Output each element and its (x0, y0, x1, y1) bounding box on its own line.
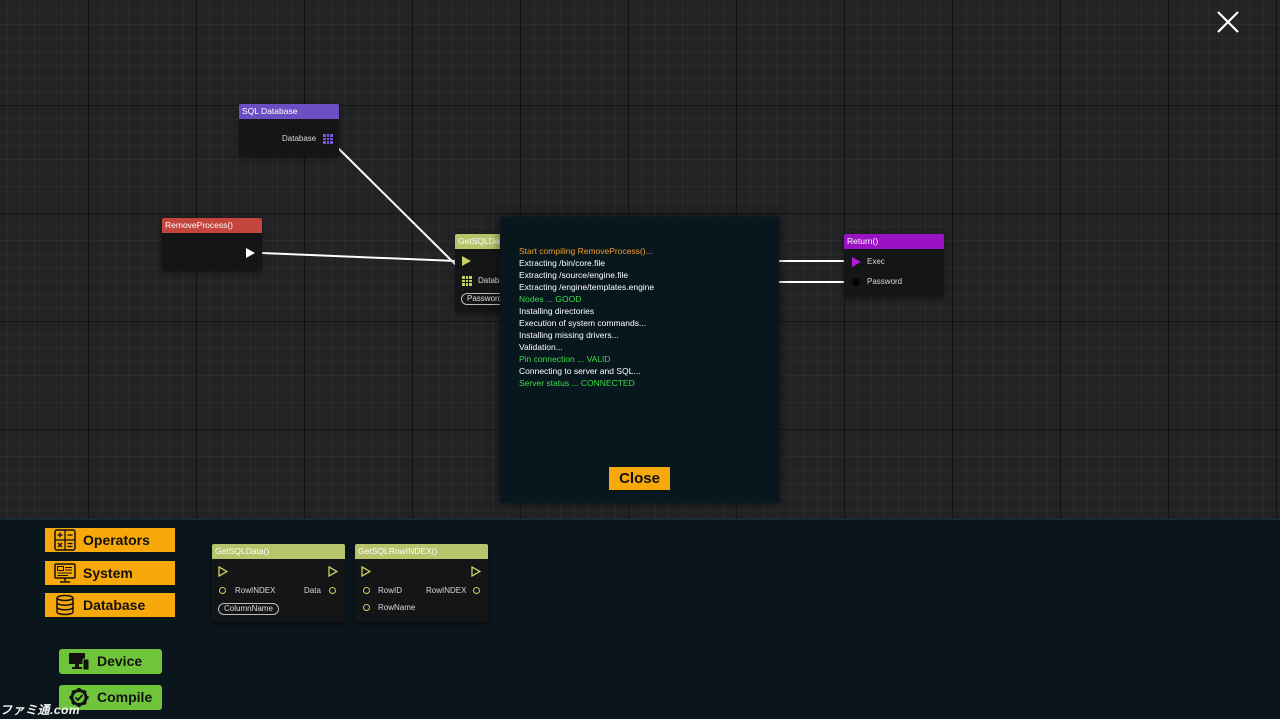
exec-in-pin-icon[interactable] (462, 256, 471, 266)
node-return-title: Return() (844, 234, 944, 249)
palette-node-get-sql-data-title: GetSQLData() (212, 544, 345, 559)
pin-label-data: Data (304, 586, 321, 595)
category-system-button[interactable]: System (45, 561, 175, 585)
compile-log-dialog: Start compiling RemoveProcess()... Extrac… (500, 217, 779, 503)
exec-out-pin-icon[interactable] (471, 566, 481, 577)
system-monitor-icon (54, 562, 76, 584)
node-library-panel: Operators System Datab (0, 519, 1280, 719)
palette-node-get-sql-rowindex[interactable]: GetSQLRowINDEX() RowID RowINDEX RowName (355, 544, 488, 622)
rowname-in-pin-icon[interactable] (363, 604, 370, 611)
exec-in-pin-icon[interactable] (852, 257, 861, 267)
wire-exec (261, 252, 457, 262)
exec-out-pin-icon[interactable] (328, 566, 338, 577)
palette-node-get-sql-rowindex-title: GetSQLRowINDEX() (355, 544, 488, 559)
exec-in-pin-icon[interactable] (361, 566, 371, 577)
log-line: Connecting to server and SQL... (519, 366, 641, 376)
device-button[interactable]: Device (59, 649, 162, 674)
category-operators-label: Operators (83, 532, 150, 548)
node-remove-process[interactable]: RemoveProcess() (162, 218, 262, 270)
pin-label-password: Password (867, 277, 903, 286)
database-stack-icon (54, 594, 76, 616)
log-line: Execution of system commands... (519, 318, 647, 328)
node-sql-database-title: SQL Database (239, 104, 339, 119)
log-line: Server status ... CONNECTED (519, 378, 635, 388)
data-out-pin-icon[interactable] (329, 587, 336, 594)
device-label: Device (97, 653, 143, 669)
compile-label: Compile (97, 689, 153, 705)
window-close-button[interactable] (1214, 8, 1242, 36)
pin-label-database: Database (282, 134, 317, 143)
log-line: Pin connection ... VALID (519, 354, 611, 364)
rowindex-out-pin-icon[interactable] (473, 587, 480, 594)
log-line: Installing missing drivers... (519, 330, 619, 340)
columnname-field[interactable]: ColumnName (218, 603, 279, 615)
log-line: Nodes ... GOOD (519, 294, 582, 304)
pin-label-database-in: Database (478, 276, 513, 285)
category-system-label: System (83, 565, 133, 581)
palette-node-get-sql-data[interactable]: GetSQLData() RowINDEX Data ColumnName (212, 544, 345, 622)
exec-in-pin-icon[interactable] (218, 566, 228, 577)
database-pin-icon[interactable] (323, 134, 333, 144)
log-line: Extracting /engine/templates.engine (519, 282, 655, 292)
close-x-icon (1217, 11, 1239, 33)
rowid-in-pin-icon[interactable] (363, 587, 370, 594)
rowindex-in-pin-icon[interactable] (219, 587, 226, 594)
log-line: Validation... (519, 342, 563, 352)
exec-out-pin-icon[interactable] (246, 248, 255, 258)
log-line: Start compiling RemoveProcess()... (519, 246, 653, 256)
pin-label-rowindex: RowINDEX (235, 586, 276, 595)
log-line: Installing directories (519, 306, 595, 316)
log-line: Extracting /source/engine.file (519, 270, 629, 280)
node-remove-process-title: RemoveProcess() (162, 218, 262, 233)
log-close-button[interactable]: Close (609, 467, 670, 490)
operators-calculator-icon (54, 529, 76, 551)
watermark-logo: ファミ通.com (0, 703, 81, 717)
compile-gear-check-icon (68, 687, 90, 708)
category-database-label: Database (83, 597, 146, 613)
category-database-button[interactable]: Database (45, 593, 175, 617)
category-operators-button[interactable]: Operators (45, 528, 175, 552)
log-line: Extracting /bin/core.file (519, 258, 605, 268)
compile-log-lines: Start compiling RemoveProcess()... Extrac… (519, 245, 654, 389)
compile-button[interactable]: Compile (59, 685, 162, 710)
password-in-pin-icon[interactable] (852, 278, 860, 286)
wire-database (333, 143, 462, 271)
pin-label-rowindex-out: RowINDEX (426, 586, 467, 595)
database-in-pin-icon[interactable] (462, 276, 472, 286)
pin-label-exec: Exec (867, 257, 885, 266)
pin-label-rowid: RowID (378, 586, 403, 595)
node-return[interactable]: Return() Exec Password (844, 234, 944, 296)
node-sql-database[interactable]: SQL Database Database (239, 104, 339, 156)
pin-label-rowname: RowName (378, 603, 416, 612)
device-monitor-phone-icon (68, 651, 90, 672)
